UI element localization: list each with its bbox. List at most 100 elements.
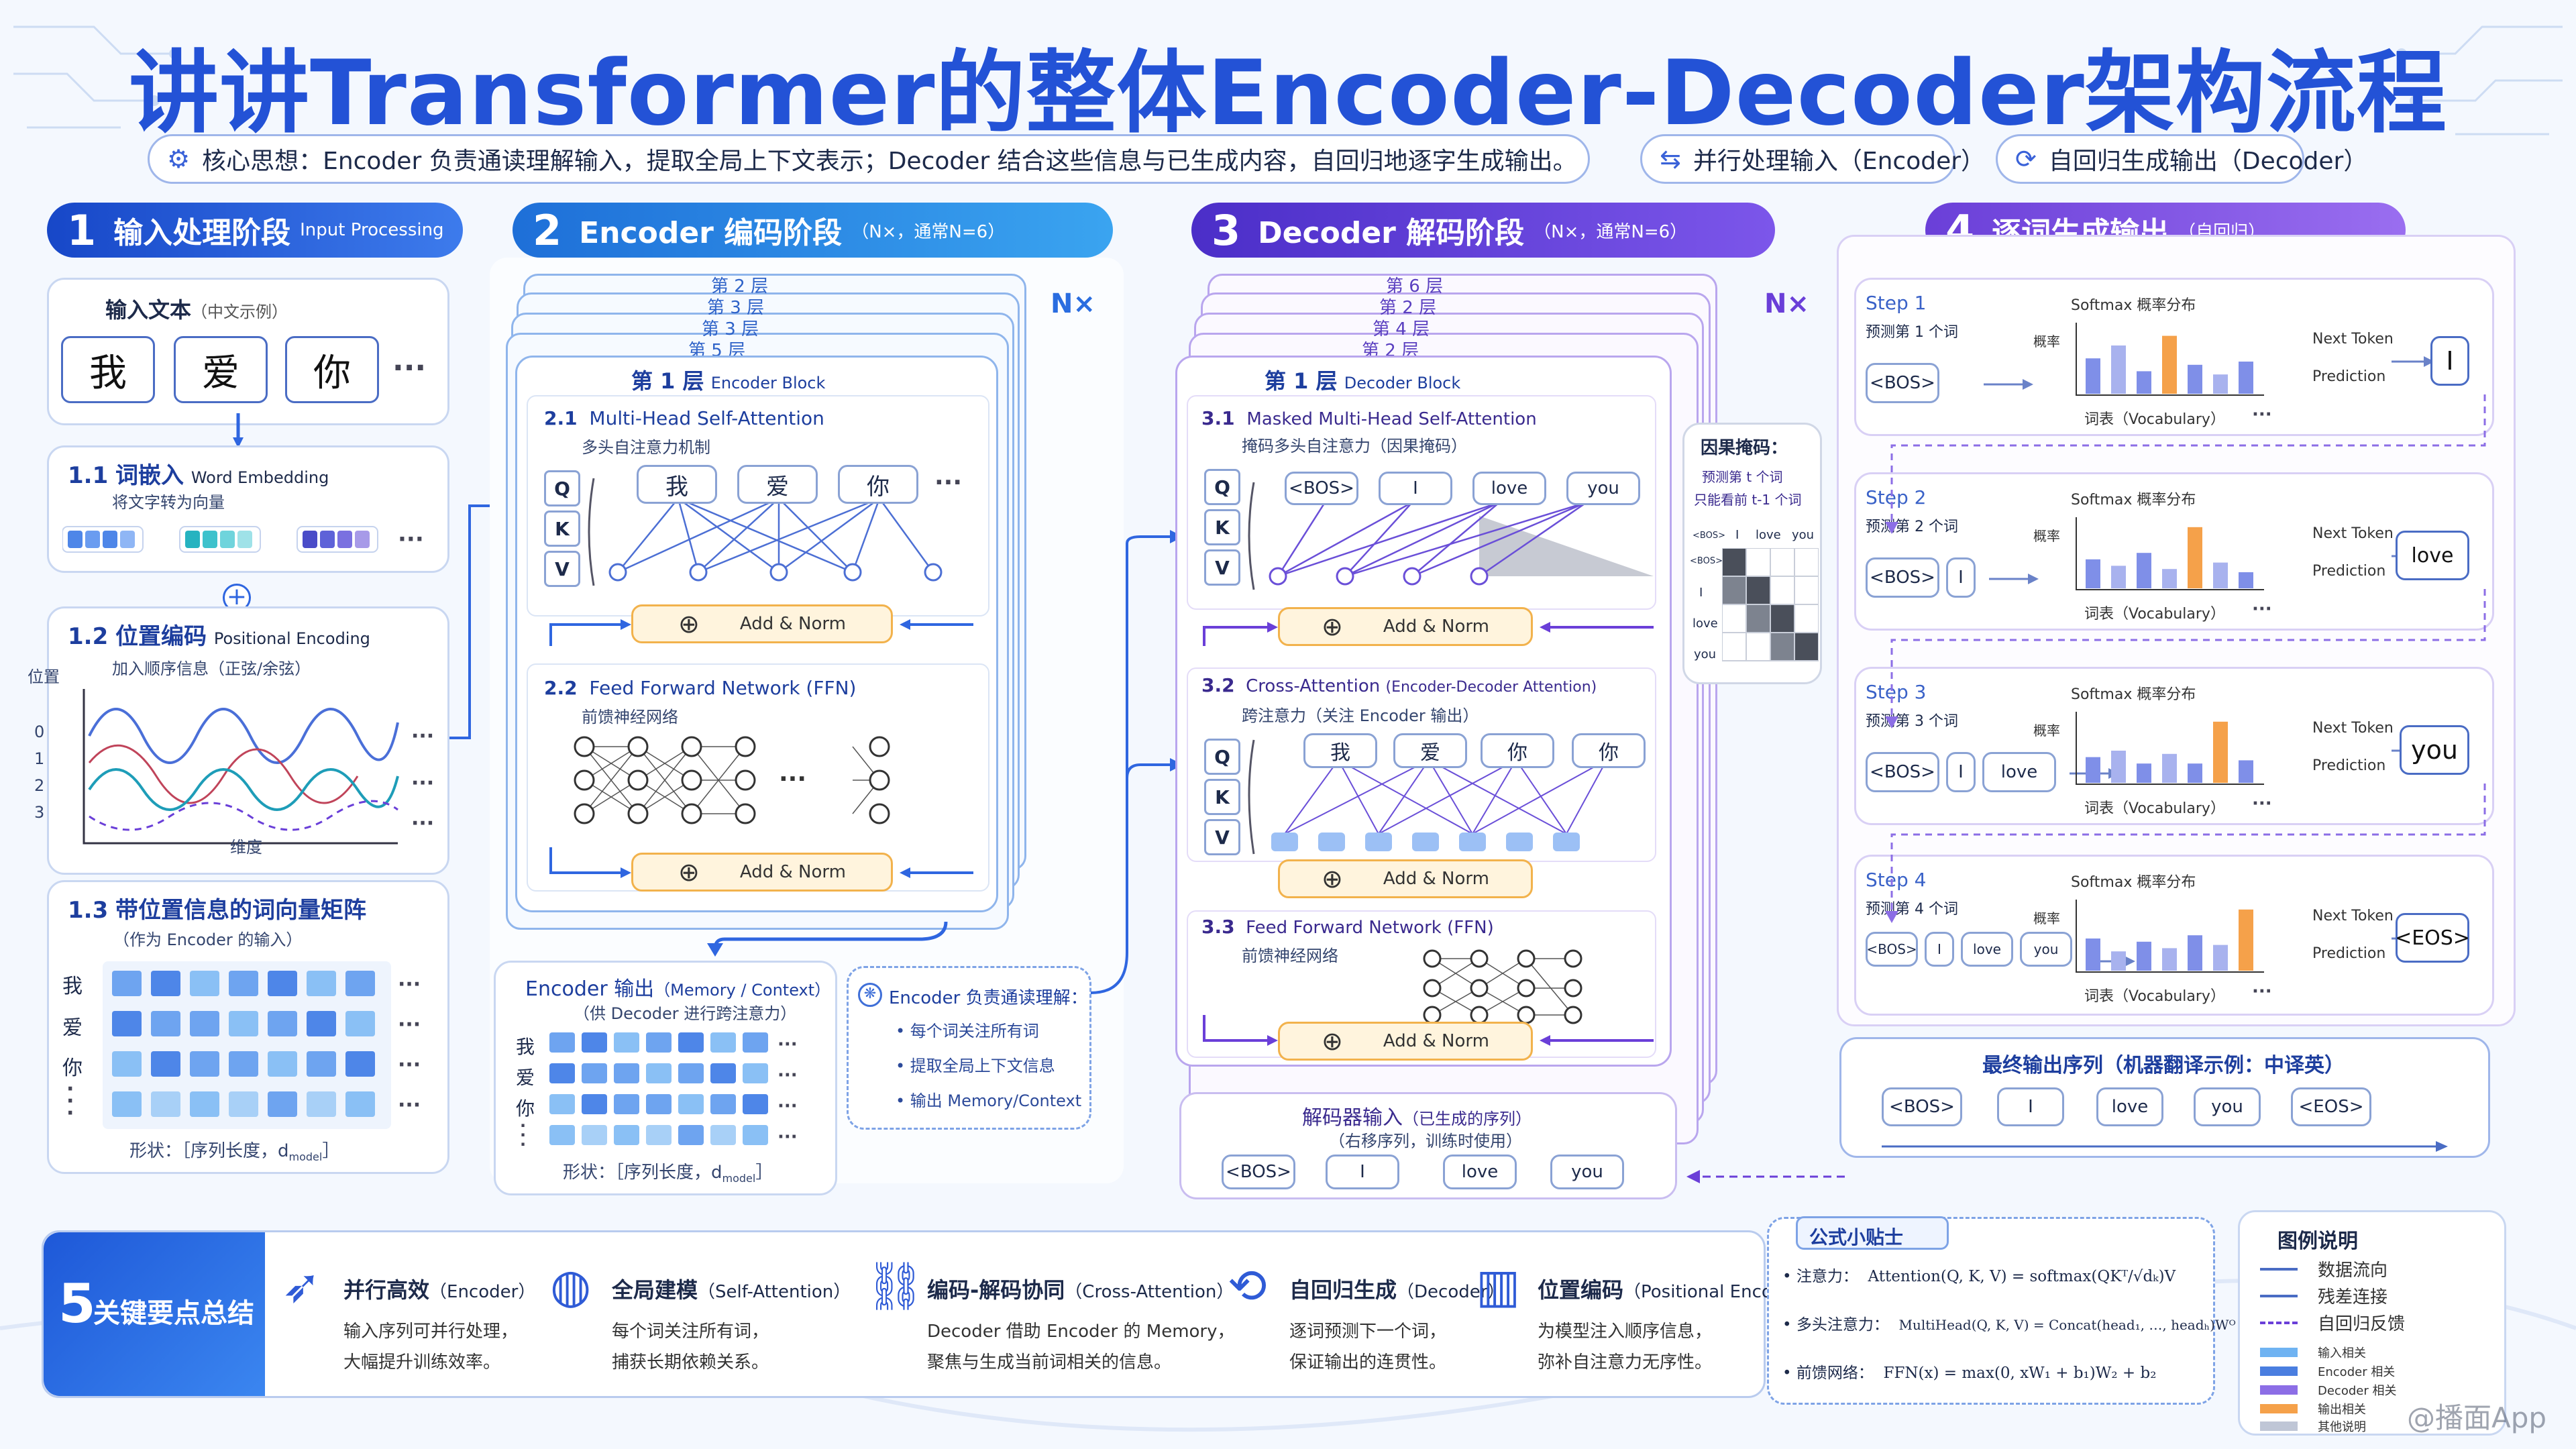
softmax-bars <box>2076 900 2264 973</box>
stage3-title: Decoder 解码阶段 <box>1258 216 1525 250</box>
s21-heading: 2.1 Multi-Head Self-Attention <box>544 407 824 429</box>
next-token-label-1: Next Token <box>2312 525 2394 542</box>
autoregressive-feedback-arrow <box>1686 1170 1845 1183</box>
legend-swatch <box>2260 1404 2298 1413</box>
softmax-bar <box>2188 763 2202 783</box>
summary-title: 关键要点总结 <box>93 1298 254 1329</box>
legend-color-5: 其他说明 <box>2260 1417 2366 1435</box>
dec-attn-token-3: love <box>1472 472 1546 505</box>
enc-out-row-1: 我 <box>516 1036 535 1058</box>
vector-matrix-panel: 1.3 带位置信息的词向量矩阵 （作为 Encoder 的输入） 我 爱 你 ·… <box>47 880 449 1174</box>
ellipsis-icon: ··· <box>2252 405 2272 425</box>
prob-axis-label: 概率 <box>2033 722 2060 739</box>
enc-addnorm-2: ⊕Add & Norm <box>631 853 893 892</box>
vocab-label: 词表（Vocabulary） <box>2084 411 2225 428</box>
legend-swatch <box>2260 1385 2298 1395</box>
dec-q-box: Q <box>1204 469 1240 505</box>
encoder-ffn-network: ··· <box>574 736 890 824</box>
step-arrow <box>1984 379 2033 390</box>
ellipsis-icon: ··· <box>2252 981 2272 1002</box>
rocket-icon: ➶ <box>282 1258 321 1313</box>
final-token-5: <EOS> <box>2291 1087 2371 1126</box>
next-token-label-2: Prediction <box>2312 757 2386 774</box>
dec-layer-label-b: 第 2 层 <box>1379 298 1437 318</box>
enc-residual-arrows-2 <box>549 847 973 878</box>
softmax-bars <box>2076 517 2264 590</box>
svg-text:···: ··· <box>777 1034 798 1055</box>
mask-title: 因果掩码： <box>1701 438 1788 458</box>
svg-text:···: ··· <box>411 771 434 795</box>
encoder-note-bubble: Encoder 负责通读理解： ❋ • 每个词关注所有词 • 提取全局上下文信息… <box>847 966 1091 1130</box>
stage1-number: 1 <box>67 205 97 255</box>
enc-out-row-3: 你 <box>516 1097 535 1120</box>
context-token: love <box>1982 752 2056 792</box>
step-desc: 预测第 4 个词 <box>1866 901 1958 918</box>
softmax-bar <box>2137 553 2151 588</box>
next-token-label-2: Prediction <box>2312 945 2386 962</box>
enc-out-row-2: 爱 <box>516 1067 535 1089</box>
mask-col-2: I <box>1735 528 1739 542</box>
step-label: Step 3 <box>1866 681 1927 703</box>
enc-addnorm-1: ⊕Add & Norm <box>631 604 893 643</box>
mask-row-2: I <box>1699 586 1703 600</box>
s31-desc: 掩码多头自注意力（因果掩码） <box>1242 437 1467 455</box>
stage2-subtitle: （N×，通常N=6） <box>851 221 1006 242</box>
ellipsis-icon: ··· <box>2252 794 2272 814</box>
next-token-label-2: Prediction <box>2312 563 2386 580</box>
dec-residual-arrows-3 <box>1203 1015 1654 1046</box>
legend-panel: 图例说明 数据流向 残差连接 自回归反馈 输入相关 Encoder 相关 Dec… <box>2238 1210 2506 1436</box>
dec-input-token-3: love <box>1443 1155 1517 1189</box>
position-vector-matrix: ············ <box>103 961 421 1129</box>
mask-line-1: 预测第 t 个词 <box>1702 469 1783 485</box>
pos-axis-label: 位置 <box>28 667 60 686</box>
enc-attn-token-2: 爱 <box>737 465 818 504</box>
softmax-bar <box>2213 374 2228 394</box>
svg-text:···: ··· <box>398 1053 421 1077</box>
pos-tick-2: 2 <box>34 776 45 795</box>
softmax-bar <box>2188 364 2202 394</box>
dec-residual-arrows-1 <box>1203 622 1654 646</box>
prediction-arrow <box>2392 356 2434 367</box>
enc-attn-token-3: 你 <box>838 465 918 504</box>
core-idea-pill: ⚙ 核心思想：Encoder 负责通读理解输入，提取全局上下文表示；Decode… <box>148 134 1590 184</box>
summary-item-3: 编码-解码协同（Cross-Attention）Decoder 借助 Encod… <box>927 1277 1235 1373</box>
ellipsis-icon: ··· <box>934 469 963 496</box>
svg-text:···: ··· <box>398 1013 421 1036</box>
softmax-bar <box>2111 751 2126 783</box>
next-token-label-1: Next Token <box>2312 908 2394 924</box>
step-desc: 预测第 3 个词 <box>1866 713 1958 730</box>
causal-mask-callout: 因果掩码： 预测第 t 个词 只能看前 t-1 个词 <BOS> I love … <box>1682 423 1822 684</box>
prob-axis-label: 概率 <box>2033 910 2060 926</box>
step-arrow <box>1989 574 2039 584</box>
enc-attn-token-1: 我 <box>637 465 717 504</box>
decoder-nx-label: N× <box>1764 288 1809 319</box>
input-token-3: 你 <box>285 336 379 403</box>
softmax-bars <box>2076 712 2264 785</box>
stage2-header: 2 Encoder 编码阶段 （N×，通常N=6） <box>513 203 1113 258</box>
word-embedding-panel: 1.1 词嵌入 Word Embedding 将文字转为向量 ··· <box>47 445 449 573</box>
cross-attention-graph <box>1248 739 1607 855</box>
softmax-bar <box>2239 362 2253 394</box>
input-token-1: 我 <box>61 336 155 403</box>
parallel-pill: ⇆ 并行处理输入（Encoder） <box>1640 134 1985 184</box>
step-label: Step 1 <box>1866 292 1927 314</box>
mask-row-1: <BOS> <box>1690 556 1723 566</box>
s11-heading: 1.1 词嵌入 Word Embedding <box>68 462 329 489</box>
autoreg-pill: ⟳ 自回归生成输出（Decoder） <box>1996 134 2367 184</box>
s21-desc: 多头自注意力机制 <box>582 438 710 457</box>
s11-desc: 将文字转为向量 <box>112 493 225 512</box>
vocab-label: 词表（Vocabulary） <box>2084 606 2225 623</box>
s33-heading: 3.3 Feed Forward Network (FFN) <box>1201 916 1494 938</box>
final-token-3: love <box>2096 1087 2163 1126</box>
enc-q-box: Q <box>544 470 580 506</box>
summary-number: 5 <box>58 1273 96 1335</box>
softmax-bar <box>2188 527 2202 588</box>
dec-k-box: K <box>1204 509 1240 545</box>
gear-icon: ⚙ <box>167 144 191 174</box>
enc-layer-label-c: 第 3 层 <box>702 319 759 339</box>
mask-col-3: love <box>1756 528 1781 542</box>
final-token-4: you <box>2194 1087 2261 1126</box>
formula-line-1: • 注意力： Attention(Q, K, V) = softmax(QKᵀ/… <box>1782 1268 2176 1285</box>
summary-item-4: 自回归生成（Decoder）逐词预测下一个词，保证输出的连贯性。 <box>1289 1277 1505 1373</box>
